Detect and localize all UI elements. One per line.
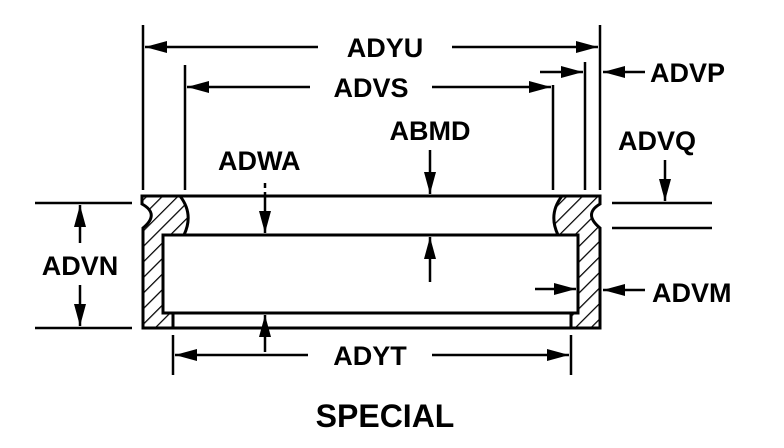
label-abmd: ABMD — [390, 116, 471, 146]
label-advq: ADVQ — [618, 126, 696, 156]
label-adyt: ADYT — [333, 341, 407, 371]
dimension-abmd: ABMD — [390, 116, 471, 282]
dimension-adwa: ADWA — [218, 146, 301, 352]
dimension-advp: ADVP — [540, 58, 725, 190]
inner-cavity — [161, 233, 580, 315]
dimension-advm: ADVM — [535, 278, 732, 308]
dimension-adyt: ADYT — [171, 335, 573, 375]
label-advn: ADVN — [42, 251, 119, 281]
ring-cross-section — [140, 194, 602, 330]
label-adwa: ADWA — [218, 146, 301, 176]
label-advs: ADVS — [333, 73, 408, 103]
dimension-advn: ADVN — [35, 201, 132, 330]
label-advm: ADVM — [652, 278, 732, 308]
dimension-advs: ADVS — [183, 65, 555, 190]
dimension-adyu: ADYU — [141, 25, 602, 190]
dimension-advq: ADVQ — [612, 126, 712, 230]
label-adyu: ADYU — [347, 33, 424, 63]
label-advp: ADVP — [650, 58, 725, 88]
diagram-title: SPECIAL — [316, 398, 455, 434]
